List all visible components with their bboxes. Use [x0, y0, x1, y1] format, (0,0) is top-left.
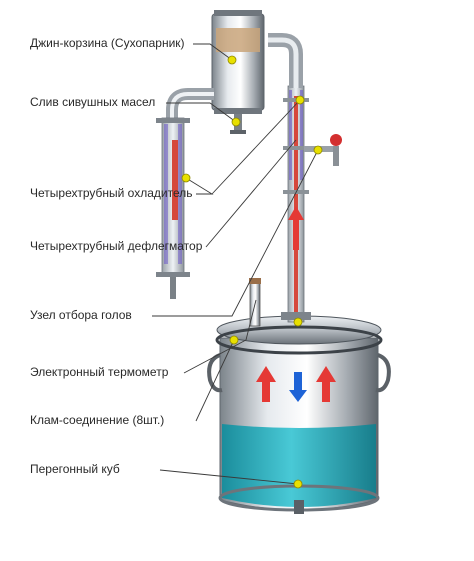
electronic-thermometer	[249, 278, 261, 327]
marker-gin-basket	[227, 55, 237, 65]
marker-fusel-drain	[231, 117, 241, 127]
dephlegmator-column	[281, 85, 311, 323]
gin-basket	[211, 10, 265, 114]
reflux-arrow	[289, 372, 307, 402]
marker-heads-unit	[313, 145, 323, 155]
boiler-top-clamp-ring	[215, 325, 383, 355]
vapor-arrows	[256, 366, 336, 402]
marker-boiler	[293, 479, 303, 489]
heads-takeoff-unit	[304, 134, 342, 166]
label-heads-unit: Узел отбора голов	[30, 308, 132, 322]
column-top-bend	[268, 33, 303, 88]
label-markers	[181, 55, 323, 489]
marker-thermometer	[293, 317, 303, 327]
condenser	[156, 117, 190, 299]
label-fusel-drain: Слив сивушных масел	[30, 95, 156, 109]
drain-valve	[294, 500, 304, 514]
label-boiler: Перегонный куб	[30, 462, 120, 476]
column-vapor-arrow	[288, 206, 304, 250]
boiler-left-handle	[207, 353, 223, 393]
boiler-water	[222, 424, 376, 507]
label-thermometer: Электронный термометр	[30, 365, 169, 379]
leader-lines	[152, 43, 319, 485]
boiler-right-handle	[375, 353, 391, 393]
marker-clamp	[229, 335, 239, 345]
label-gin-basket: Джин-корзина (Сухопарник)	[30, 36, 185, 50]
marker-condenser	[181, 173, 191, 183]
label-clamp: Клам-соединение (8шт.)	[30, 413, 165, 427]
label-condenser: Четырехтрубный охладитель	[30, 186, 193, 200]
marker-dephlegmator	[295, 95, 305, 105]
label-dephlegmator: Четырехтрубный дефлегматор	[30, 239, 203, 253]
